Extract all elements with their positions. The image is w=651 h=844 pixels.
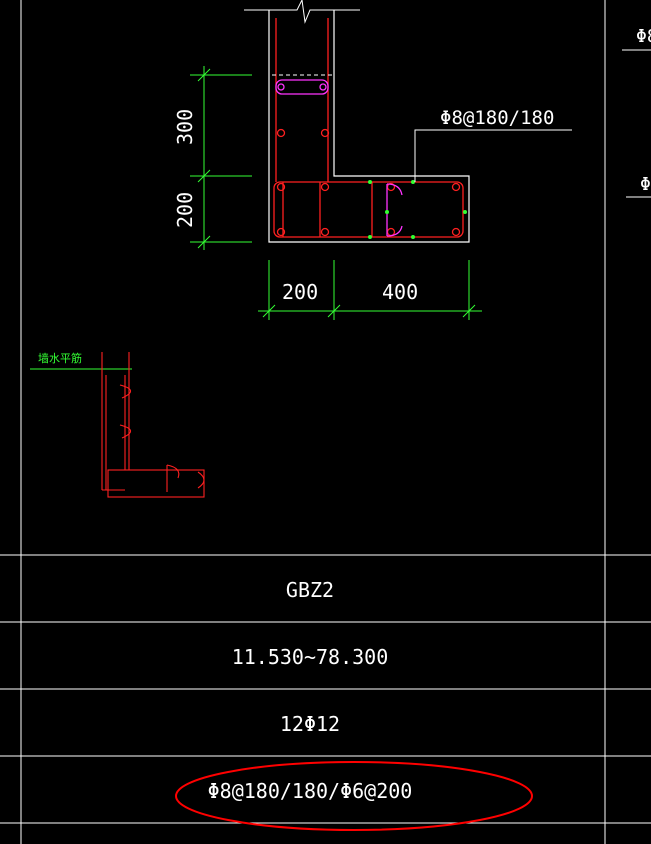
detail-sketch: [101, 352, 205, 498]
right-partial-text-1: Φ8: [636, 26, 651, 47]
stirrup-callout-text: Φ8@180/180: [440, 107, 554, 129]
break-line: [244, 0, 360, 24]
table-cell-gbz2: GBZ2: [286, 578, 334, 602]
rebar-cage: [273, 18, 464, 238]
table-cell-elevation: 11.530~78.300: [232, 645, 389, 669]
dim-text-400: 400: [382, 280, 418, 304]
right-partial-text-2: Φ: [640, 174, 651, 195]
dim-text-200-horizontal: 200: [282, 280, 318, 304]
tie-marks: [368, 180, 467, 239]
dim-text-200-vertical: 200: [173, 192, 197, 228]
wall-outline: [268, 10, 470, 243]
horizontal-dimension: [258, 260, 482, 320]
table-cell-stirrup: Φ8@180/180/Φ6@200: [208, 779, 413, 803]
dim-text-300: 300: [173, 109, 197, 145]
detail-label: 墙水平筋: [38, 351, 82, 365]
highlight-ellipse: [175, 761, 533, 831]
callout-leader: [414, 129, 572, 182]
table-cell-longitudinal-rebar: 12Φ12: [280, 712, 340, 736]
vertical-dimension: [190, 66, 252, 250]
stirrups: [275, 79, 403, 237]
